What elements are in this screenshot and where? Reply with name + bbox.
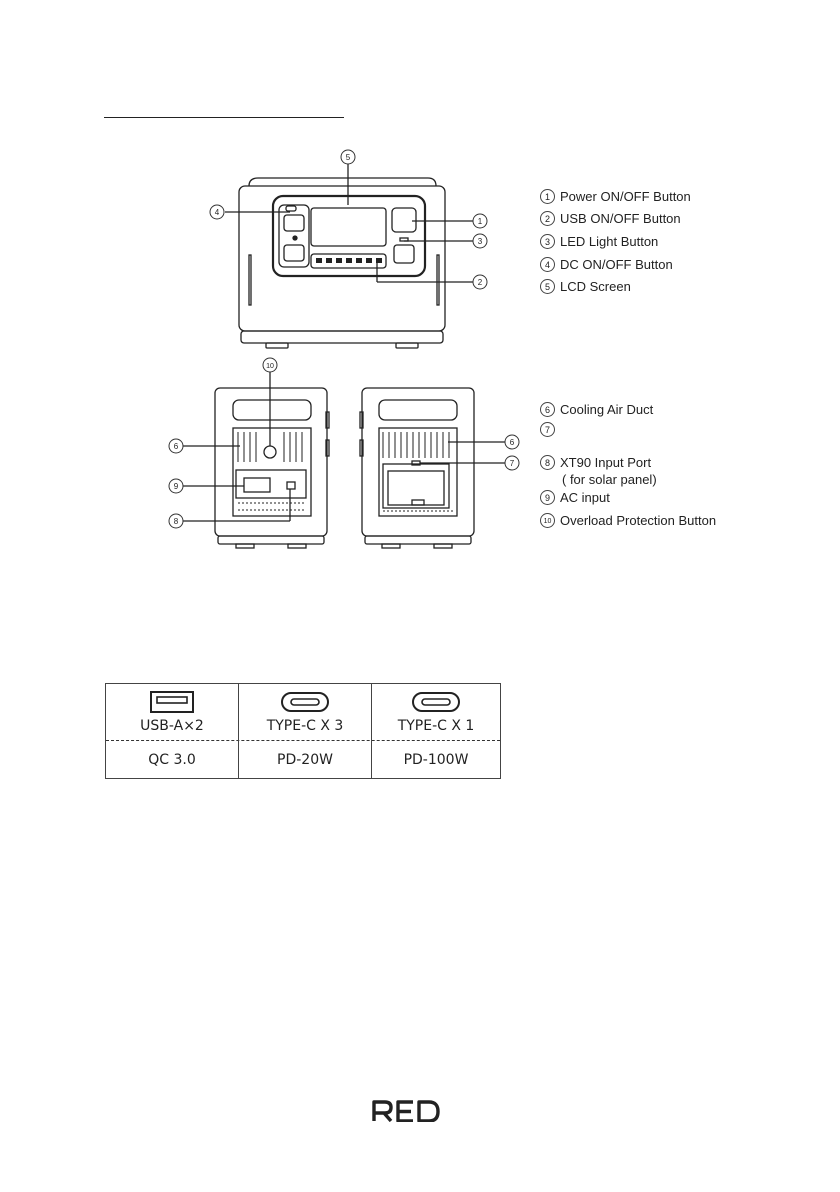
legend-item: 10 Overload Protection Button [540,513,716,528]
product-diagram: 5 4 1 3 2 10 6 9 8 6 7 [0,0,840,600]
callout-10: 10 [266,363,274,370]
port-name: TYPE-C X 1 [372,718,500,734]
port-spec: PD-100W [372,752,500,768]
callout-7: 7 [510,459,515,468]
port-col-type-c-3: TYPE-C X 3 PD-20W [238,684,371,778]
legend-item: 5 LCD Screen [540,279,631,294]
legend-item: 4 DC ON/OFF Button [540,257,673,272]
legend-item: 7 [540,422,560,437]
back-view-right [360,388,474,548]
callout-6-right: 6 [510,438,515,447]
port-spec: QC 3.0 [106,752,238,768]
usb-a-icon [149,690,195,714]
callout-6-left: 6 [174,442,179,451]
legend-item: 3 LED Light Button [540,234,658,249]
callout-3: 3 [478,237,483,246]
legend-item: 2 USB ON/OFF Button [540,211,681,226]
callout-8: 8 [174,517,179,526]
legend-item: 6 Cooling Air Duct [540,402,653,417]
port-name: USB-A×2 [106,718,238,734]
usb-c-icon [411,690,461,714]
front-usb-ports [316,258,382,263]
legend-item-sub: ( for solar panel) [562,472,657,487]
legend-item: 9 AC input [540,490,610,505]
port-table: USB-A×2 QC 3.0 TYPE-C X 3 PD-20W TYPE-C … [105,683,501,779]
port-name: TYPE-C X 3 [239,718,371,734]
back-view-left [215,388,329,548]
port-col-type-c-1: TYPE-C X 1 PD-100W [371,684,500,778]
port-col-usb-a: USB-A×2 QC 3.0 [106,684,238,778]
port-spec: PD-20W [239,752,371,768]
brand-logo [371,1100,441,1122]
callout-5: 5 [346,153,351,162]
callout-2: 2 [478,278,483,287]
usb-c-icon [280,690,330,714]
legend-item: 1 Power ON/OFF Button [540,189,691,204]
legend-item: 8 XT90 Input Port [540,455,651,470]
callout-1: 1 [478,217,483,226]
callout-9: 9 [174,482,179,491]
callout-4: 4 [215,208,220,217]
